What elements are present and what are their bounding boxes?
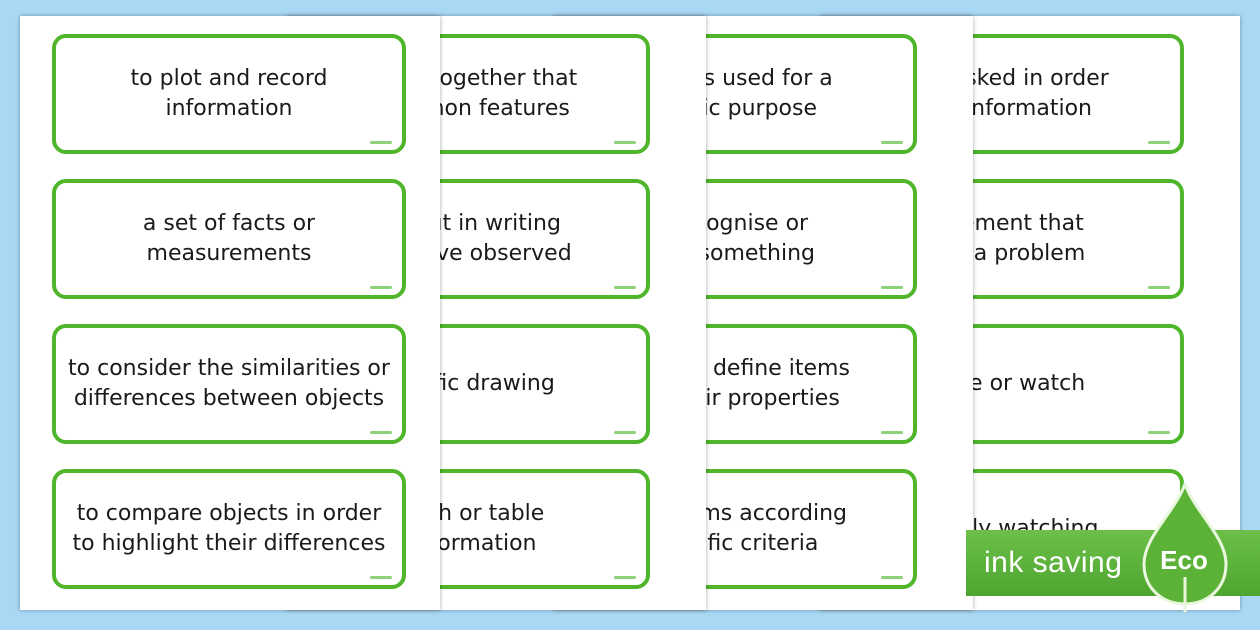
- card-footer-mark: [881, 141, 903, 144]
- card-line-1: a set of facts or: [142, 211, 316, 236]
- worksheet-page-1: to plot and record information a set of …: [20, 16, 440, 610]
- definition-card: to consider the similarities or differen…: [52, 324, 406, 444]
- eco-badge-label: Eco: [1160, 545, 1208, 575]
- card-footer-mark: [614, 286, 636, 289]
- card-line-2: differences between objects: [73, 386, 385, 411]
- card-footer-mark: [370, 141, 392, 144]
- card-line-1: to plot and record: [130, 66, 328, 91]
- card-footer-mark: [881, 576, 903, 579]
- card-line-2: information: [165, 96, 293, 121]
- card-footer-mark: [614, 431, 636, 434]
- card-line-1: to consider the similarities or: [68, 356, 390, 381]
- card-footer-mark: [881, 431, 903, 434]
- card-footer-mark: [370, 431, 392, 434]
- card-footer-mark: [370, 576, 392, 579]
- card-line-2: measurements: [146, 241, 312, 266]
- card-footer-mark: [614, 141, 636, 144]
- card-line-2: to highlight their differences: [72, 531, 386, 556]
- definition-card: a set of facts or measurements: [52, 179, 406, 299]
- ink-saving-label: ink saving: [984, 546, 1123, 579]
- card-footer-mark: [370, 286, 392, 289]
- definition-card: to plot and record information: [52, 34, 406, 154]
- card-line-1: to compare objects in order: [76, 501, 382, 526]
- card-footer-mark: [614, 576, 636, 579]
- card-footer-mark: [1148, 141, 1170, 144]
- eco-leaf-drop-icon: [1140, 482, 1230, 612]
- card-footer-mark: [1148, 286, 1170, 289]
- definition-card: to compare objects in order to highlight…: [52, 469, 406, 589]
- card-footer-mark: [1148, 431, 1170, 434]
- card-footer-mark: [881, 286, 903, 289]
